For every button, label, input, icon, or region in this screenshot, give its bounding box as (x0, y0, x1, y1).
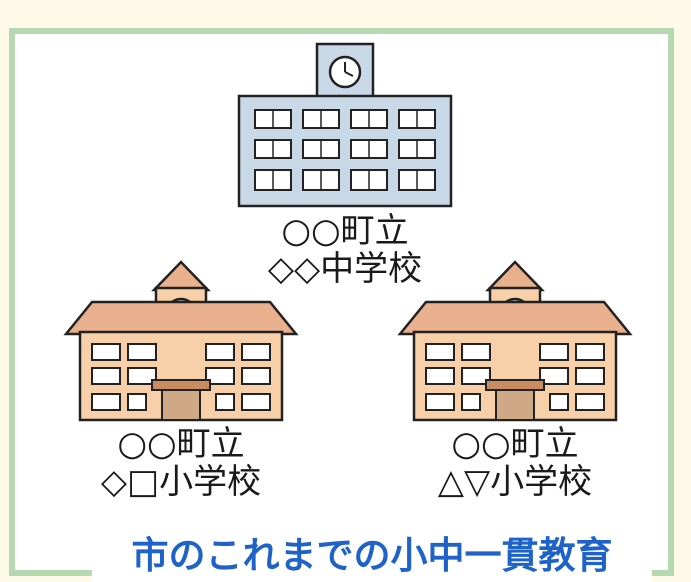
junior-high-school-label: ○○町立 ◇◇中学校 (225, 212, 465, 288)
junior-high-town-name: ○○町立 (281, 211, 409, 251)
elementary-2-town-name: ○○町立 (451, 424, 579, 464)
elementary-school-2-label: ○○町立 △▽小学校 (396, 425, 634, 501)
elementary-2-school-name: △▽小学校 (437, 462, 593, 502)
junior-high-school-name: ◇◇中学校 (267, 249, 423, 289)
junior-high-school-building-icon (237, 42, 453, 208)
elementary-school-building-icon (63, 260, 299, 422)
diagram-caption: 市のこれまでの小中一貫教育 (92, 530, 652, 582)
elementary-1-town-name: ○○町立 (117, 424, 245, 464)
elementary-school-building-icon (397, 260, 633, 422)
elementary-1-school-name: ◇□小学校 (100, 462, 262, 502)
elementary-school-1-label: ○○町立 ◇□小学校 (62, 425, 300, 501)
clock-icon (328, 55, 362, 89)
